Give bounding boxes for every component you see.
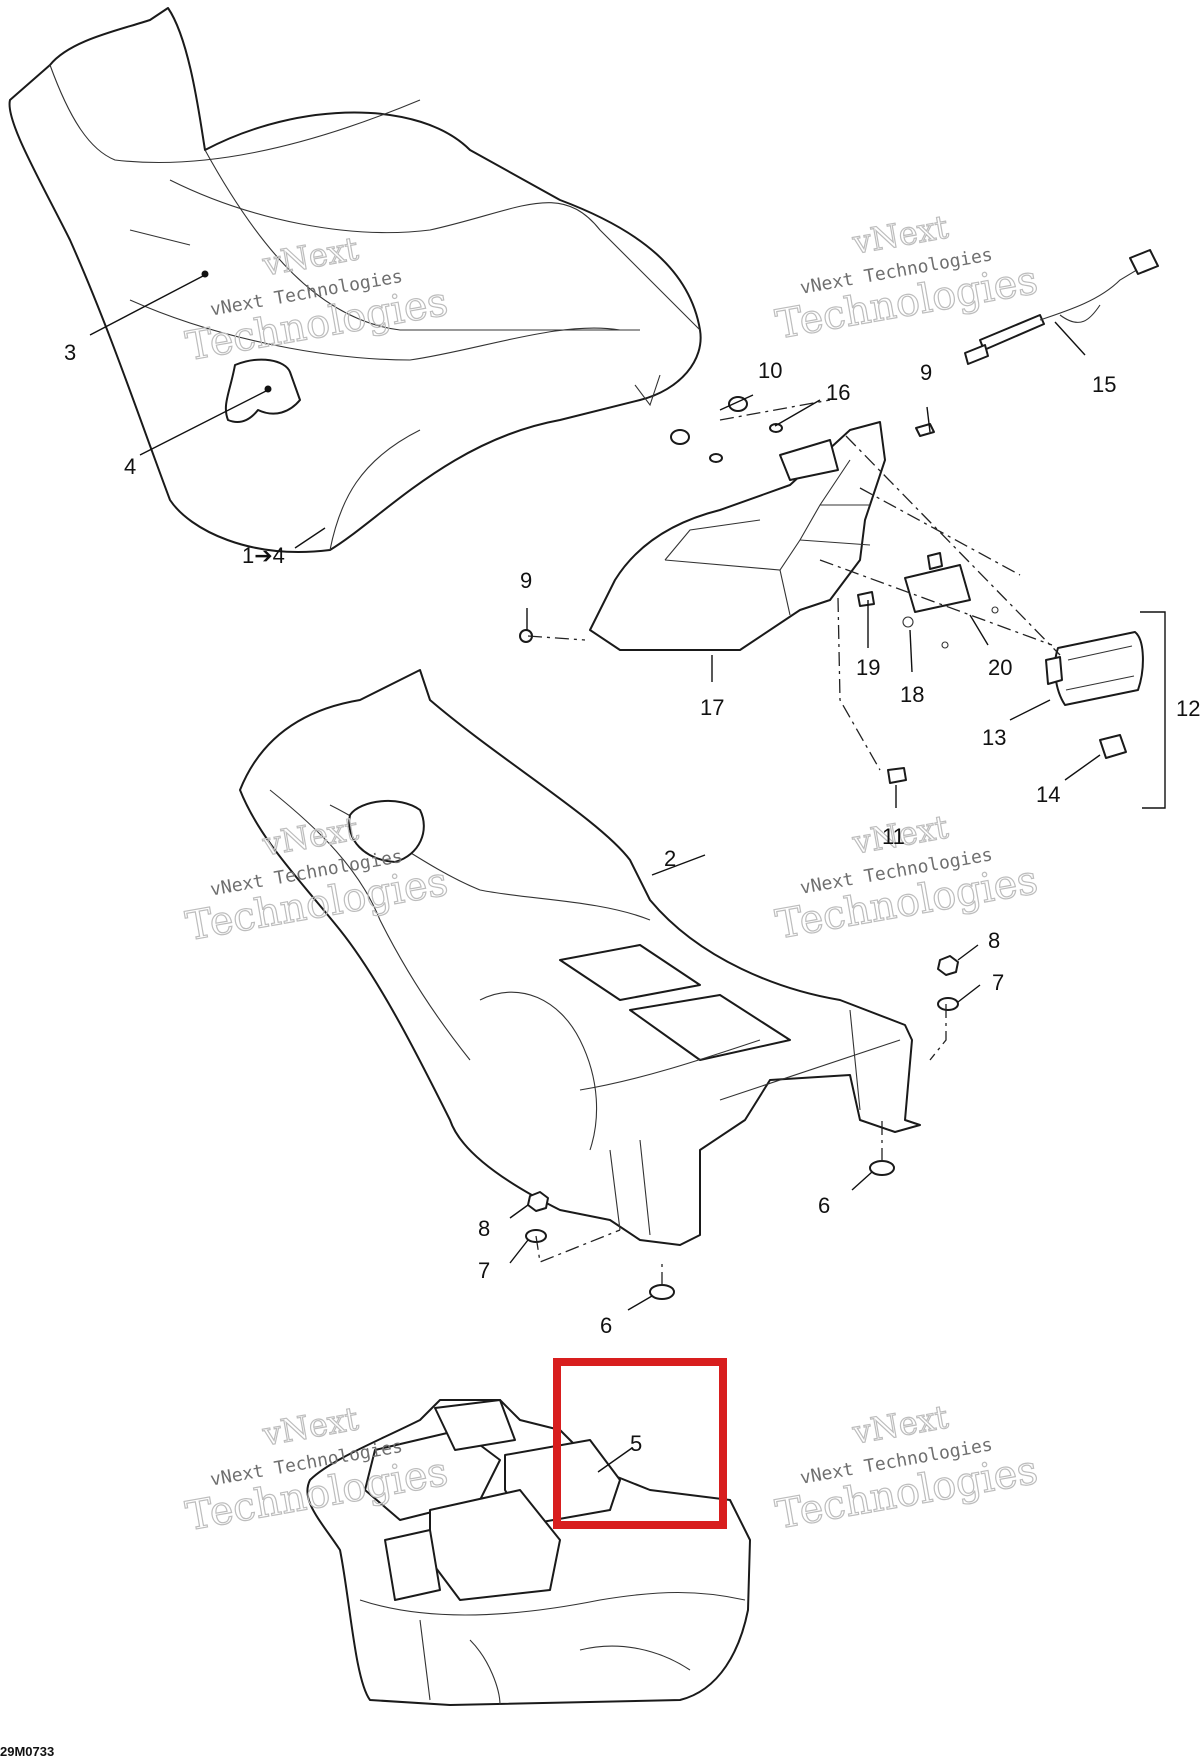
callout-1-4: 1➔4 [242,543,285,568]
watermark-mid-right: vNext vNext Technologies Technologies [772,807,1042,949]
watermark-top-right: vNext vNext Technologies Technologies [772,207,1042,349]
callout-5: 5 [630,1431,642,1456]
highlight-box [553,1358,727,1529]
callout-17: 17 [700,695,724,720]
callout-labels: 3 4 1➔4 10 16 9 15 9 17 19 18 20 13 14 1… [64,340,1200,1456]
tail-lamp [1045,611,1166,809]
callout-6: 6 [600,1313,612,1338]
callout-6: 6 [818,1193,830,1218]
taillight-housing [589,421,886,651]
watermark-bottom-right: vNext vNext Technologies Technologies [772,1397,1042,1539]
callout-13: 13 [982,725,1006,750]
callout-15: 15 [1092,372,1116,397]
callout-2: 2 [664,846,676,871]
hardware-parts [519,396,999,784]
storage-bin [306,1399,751,1706]
leader-lines [89,270,1101,1473]
callout-18: 18 [900,682,924,707]
callout-9: 9 [520,568,532,593]
callout-19: 19 [856,655,880,680]
callout-7: 7 [992,970,1004,995]
callout-3: 3 [64,340,76,365]
callout-9: 9 [920,360,932,385]
callout-14: 14 [1036,782,1060,807]
drawing-code: 29M0733 [0,1744,54,1759]
fasteners [525,955,959,1300]
callout-11: 11 [882,824,905,849]
callout-4: 4 [124,454,136,479]
callout-10: 10 [758,358,782,383]
callout-12: 12 [1176,696,1200,721]
rear-body [239,669,921,1246]
callout-20: 20 [988,655,1012,680]
callout-8: 8 [988,928,1000,953]
callout-8: 8 [478,1216,490,1241]
watermark-mid-left: vNext vNext Technologies Technologies [182,809,452,951]
wire-harness [964,249,1159,365]
callout-7: 7 [478,1258,490,1283]
assembly-lines [527,399,1061,1286]
callout-16: 16 [826,380,850,405]
seat-assembly [8,7,702,553]
